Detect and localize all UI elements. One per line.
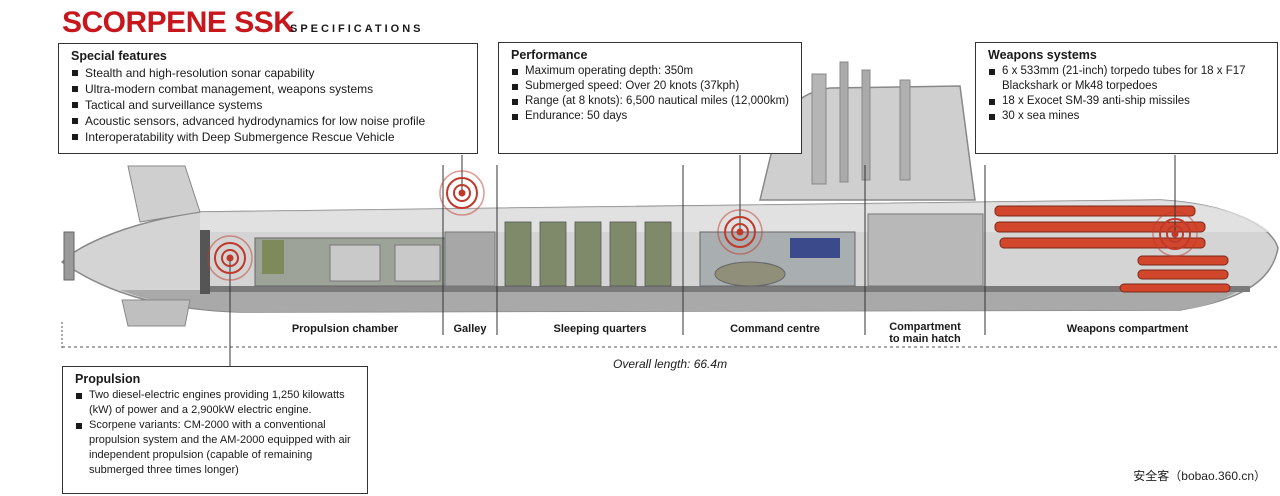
section-label-weapons-compartment: Weapons compartment bbox=[1066, 323, 1189, 335]
section-label-propulsion-chamber: Propulsion chamber bbox=[291, 323, 399, 335]
weapons-systems-title: Weapons systems bbox=[988, 48, 1097, 62]
tail-fin-top bbox=[127, 165, 201, 223]
performance-box: Performance Maximum operating depth: 350… bbox=[498, 42, 802, 154]
list-item: Scorpene variants: CM-2000 with a conven… bbox=[75, 418, 359, 478]
list-item: Interoperatability with Deep Submergence… bbox=[71, 129, 469, 145]
target-ring-performance bbox=[717, 209, 763, 255]
list-item: 18 x Exocet SM-39 anti-ship missiles bbox=[988, 94, 1269, 109]
special-features-title: Special features bbox=[71, 49, 167, 63]
weapons-systems-box: Weapons systems 6 x 533mm (21-inch) torp… bbox=[975, 42, 1278, 154]
page-subtitle: SPECIFICATIONS bbox=[290, 23, 424, 35]
list-item: 6 x 533mm (21-inch) torpedo tubes for 18… bbox=[988, 64, 1269, 94]
target-markers bbox=[207, 170, 1198, 281]
section-label-sleeping-quarters: Sleeping quarters bbox=[553, 323, 647, 335]
list-item: Two diesel-electric engines providing 1,… bbox=[75, 388, 359, 418]
performance-title: Performance bbox=[511, 48, 588, 62]
propeller bbox=[63, 231, 75, 281]
tail-fin-bottom bbox=[121, 299, 191, 327]
list-item: Ultra-modern combat management, weapons … bbox=[71, 81, 469, 97]
list-item: Range (at 8 knots): 6,500 nautical miles… bbox=[511, 94, 793, 109]
propulsion-box: Propulsion Two diesel-electric engines p… bbox=[62, 366, 368, 494]
watermark: 安全客（bobao.360.cn） bbox=[1133, 469, 1266, 483]
list-item: Tactical and surveillance systems bbox=[71, 97, 469, 113]
overall-length-label: Overall length: 66.4m bbox=[613, 357, 728, 371]
special-features-list: Stealth and high-resolution sonar capabi… bbox=[71, 65, 469, 145]
weapons-systems-list: 6 x 533mm (21-inch) torpedo tubes for 18… bbox=[988, 64, 1269, 124]
list-item: Acoustic sensors, advanced hydrodynamics… bbox=[71, 113, 469, 129]
list-item: Submerged speed: Over 20 knots (37kph) bbox=[511, 79, 793, 94]
section-label-command-centre: Command centre bbox=[730, 323, 820, 335]
target-ring-weapons bbox=[1152, 211, 1198, 257]
section-label-line: to main hatch bbox=[889, 333, 961, 345]
propulsion-list: Two diesel-electric engines providing 1,… bbox=[75, 388, 359, 478]
page-title: SCORPENE SSK bbox=[62, 6, 295, 39]
torpedo-tubes bbox=[994, 205, 1231, 293]
propulsion-title: Propulsion bbox=[75, 372, 141, 386]
list-item: Endurance: 50 days bbox=[511, 109, 793, 124]
section-label-line: Compartment bbox=[889, 321, 961, 333]
special-features-box: Special features Stealth and high-resolu… bbox=[58, 43, 478, 154]
mast bbox=[811, 73, 827, 185]
section-label-compartment-hatch: Compartment to main hatch bbox=[866, 321, 984, 345]
list-item: Maximum operating depth: 350m bbox=[511, 64, 793, 79]
section-label-galley: Galley bbox=[453, 323, 487, 335]
list-item: 30 x sea mines bbox=[988, 109, 1269, 124]
performance-list: Maximum operating depth: 350m Submerged … bbox=[511, 64, 793, 124]
list-item: Stealth and high-resolution sonar capabi… bbox=[71, 65, 469, 81]
target-ring-propulsion bbox=[207, 235, 253, 281]
target-ring-special bbox=[439, 170, 485, 216]
